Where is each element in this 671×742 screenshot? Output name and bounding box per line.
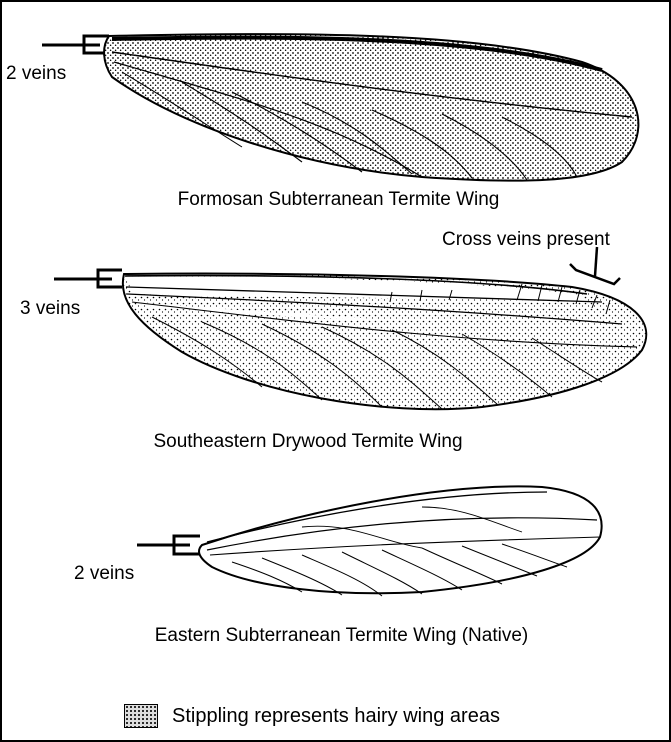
stipple-swatch-icon xyxy=(124,704,158,728)
eastern-caption: Eastern Subterranean Termite Wing (Nativ… xyxy=(2,626,669,645)
eastern-wing xyxy=(137,486,602,596)
legend-text: Stippling represents hairy wing areas xyxy=(172,705,500,728)
drywood-wing xyxy=(54,247,646,409)
formosan-caption: Formosan Subterranean Termite Wing xyxy=(2,190,669,209)
legend: Stippling represents hairy wing areas xyxy=(124,704,500,728)
formosan-vein-label: 2 veins xyxy=(6,64,66,83)
drywood-caption: Southeastern Drywood Termite Wing xyxy=(2,432,669,451)
eastern-vein-label: 2 veins xyxy=(74,564,134,583)
cross-veins-callout: Cross veins present xyxy=(442,230,610,249)
drywood-vein-label: 3 veins xyxy=(20,299,80,318)
formosan-wing xyxy=(42,34,638,181)
